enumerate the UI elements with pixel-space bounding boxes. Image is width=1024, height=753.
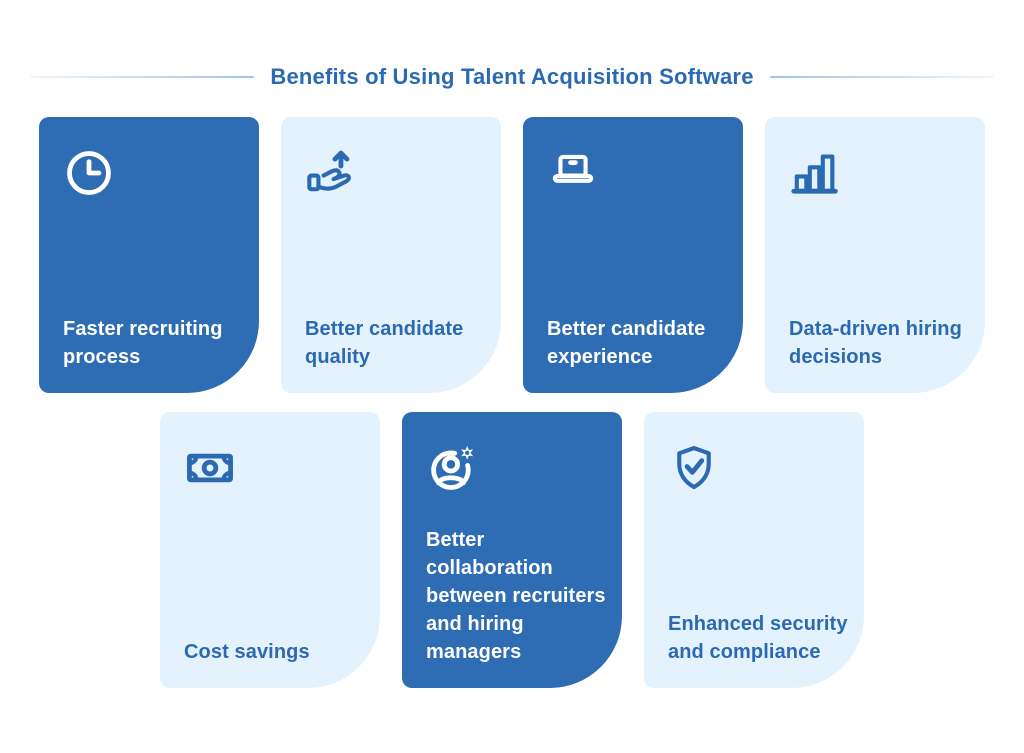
page-title: Benefits of Using Talent Acquisition Sof… <box>270 64 754 89</box>
card-label: Better candidate experience <box>547 318 706 368</box>
card-label: Better candidate quality <box>305 318 464 368</box>
card-enhanced-security: Enhanced security and compliance <box>644 412 864 688</box>
clock-icon <box>63 147 243 199</box>
card-better-candidate-experience: Better candidate experience <box>523 117 743 393</box>
card-label: Data-driven hiring decisions <box>789 318 962 368</box>
card-better-candidate-quality: Better candidate quality <box>281 117 501 393</box>
card-label: Cost savings <box>184 641 310 663</box>
card-better-collaboration: Better collaboration between recruiters … <box>402 412 622 688</box>
card-row-2: Cost savings Better collaboration betwee… <box>0 412 1024 688</box>
user-gear-icon <box>426 442 606 494</box>
card-label: Faster recruiting process <box>63 318 223 368</box>
card-label: Better collaboration between recruiters … <box>426 529 606 663</box>
card-faster-recruiting-process: Faster recruiting process <box>39 117 259 393</box>
header: Benefits of Using Talent Acquisition Sof… <box>0 0 1024 90</box>
divider-line-right <box>769 76 995 78</box>
card-cost-savings: Cost savings <box>160 412 380 688</box>
bar-chart-icon <box>789 147 969 199</box>
card-label: Enhanced security and compliance <box>668 613 848 663</box>
card-row-1: Faster recruiting process Better candida… <box>0 117 1024 393</box>
divider-line-left <box>30 76 255 78</box>
banknote-icon <box>184 442 364 494</box>
card-data-driven-hiring-decisions: Data-driven hiring decisions <box>765 117 985 393</box>
hand-growth-icon <box>305 147 485 199</box>
shield-check-icon <box>668 442 848 494</box>
laptop-icon <box>547 147 727 199</box>
